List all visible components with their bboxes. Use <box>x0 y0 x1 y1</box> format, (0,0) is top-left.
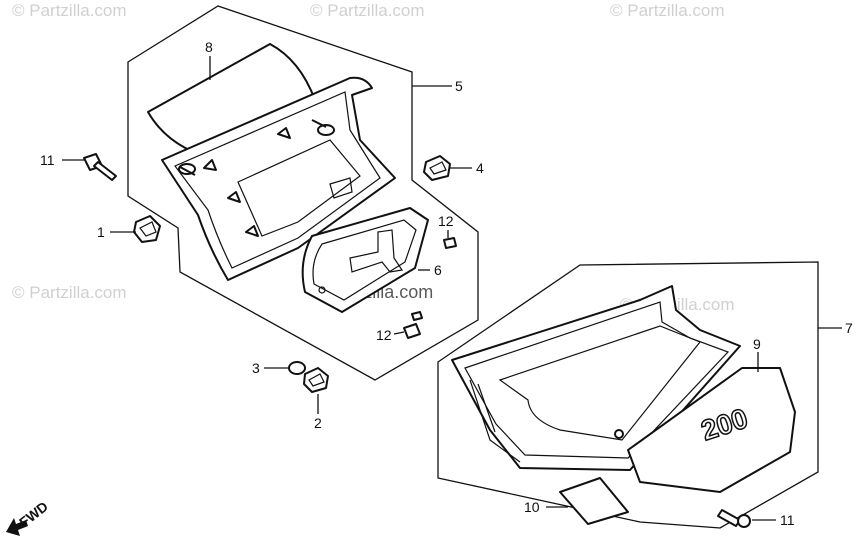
watermark: © Partzilla.com <box>610 1 725 20</box>
callout-10: 10 <box>524 499 540 515</box>
forward-arrow-icon: FWD <box>6 498 51 536</box>
callout-8: 8 <box>205 39 213 55</box>
callout-5: 5 <box>455 78 463 94</box>
callout-11-left: 11 <box>40 152 55 168</box>
grommet-part-1 <box>133 215 161 243</box>
leader-12-bottom <box>393 331 405 335</box>
group-outline-left <box>127 5 479 381</box>
callout-4: 4 <box>476 160 484 176</box>
screw-part-12-top <box>443 237 457 249</box>
watermark: © Partzilla.com <box>12 283 127 302</box>
small-pad-part-10 <box>559 477 629 525</box>
callout-6: 6 <box>434 262 442 278</box>
emblem-part-9: 200 <box>627 367 796 493</box>
fwd-label: FWD <box>16 498 51 530</box>
watermark: © Partzilla.com <box>12 1 127 20</box>
bolt-part-11-left <box>83 153 117 181</box>
callout-2: 2 <box>314 415 322 431</box>
callout-3: 3 <box>252 360 260 376</box>
bolt-part-11-right <box>717 509 751 528</box>
callout-12-top: 12 <box>438 213 454 229</box>
collar-part-3 <box>288 361 306 375</box>
callout-7: 7 <box>845 320 853 336</box>
watermark: © Partzilla.com <box>310 1 425 20</box>
grommet-part-2 <box>303 367 329 393</box>
inner-plate-part-6 <box>301 207 429 313</box>
grommet-part-4 <box>423 155 451 181</box>
callout-12-bottom: 12 <box>376 327 392 343</box>
callout-9: 9 <box>753 336 761 352</box>
callout-11-right: 11 <box>780 512 795 528</box>
callout-1: 1 <box>97 224 105 240</box>
left-side-cover-part-5 <box>161 76 396 281</box>
group-outline-right <box>437 261 819 529</box>
screw-part-12-bottom <box>403 311 423 339</box>
